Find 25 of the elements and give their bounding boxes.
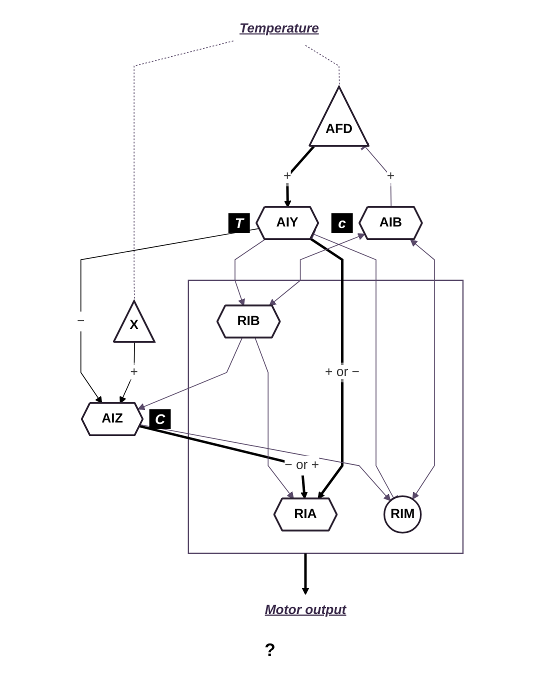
arrow [268,233,366,306]
state-tag: T [228,213,250,233]
edge-label: − or + [284,458,320,472]
arrow [80,228,260,404]
state-tag: C [149,409,171,429]
state-tag: c [331,213,353,233]
edge-label: + or − [325,365,360,380]
arrow [410,239,435,500]
arrow [120,342,135,404]
connector [305,45,340,88]
cluster [188,280,464,554]
node-text: Motor output [264,603,346,618]
edge-label: + [283,169,292,184]
note-text: ? [264,640,276,660]
node-circle: RIM [384,495,422,534]
node-text: Temperature [240,22,319,36]
arrow [310,238,344,500]
arrow [254,338,294,500]
edge-label: + [386,169,395,184]
arrow [302,553,310,595]
arrow [138,338,243,410]
edge-label: + [130,365,138,380]
arrow [234,239,266,306]
edge-label: − [77,314,85,328]
connector [134,40,234,302]
